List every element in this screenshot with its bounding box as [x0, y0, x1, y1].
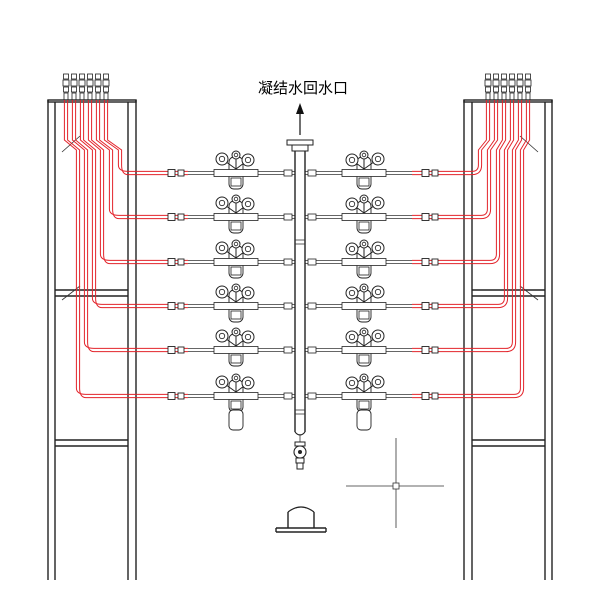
left-inlet-fittings — [62, 73, 110, 101]
right-tracer-pipes — [412, 100, 531, 399]
inlet-fitting — [492, 73, 500, 101]
inlet-fitting — [86, 73, 94, 101]
tracer-pipe — [412, 100, 523, 353]
right-valve-assemblies — [341, 150, 387, 431]
valve-assembly — [341, 239, 387, 279]
valve-assembly — [213, 327, 259, 367]
valve-assembly — [213, 150, 259, 190]
right-support-frame — [463, 99, 553, 580]
valve-tail — [228, 409, 244, 431]
valve-assembly — [341, 327, 387, 367]
right-inlet-fittings — [484, 73, 532, 101]
inlet-fitting — [62, 73, 70, 101]
valve-assembly — [341, 373, 387, 413]
outlet-arrow — [296, 103, 304, 135]
valve-assembly — [341, 283, 387, 323]
branch-line — [167, 169, 439, 177]
branch-line — [167, 302, 439, 310]
branch-line — [167, 346, 439, 354]
inlet-fitting — [94, 73, 102, 101]
left-support-frame — [47, 99, 137, 580]
centerline-cross — [346, 438, 444, 528]
inlet-fitting — [70, 73, 78, 101]
valve-assembly — [213, 283, 259, 323]
valve-assembly — [213, 373, 259, 413]
inlet-fitting — [500, 73, 508, 101]
valve-assembly — [341, 194, 387, 234]
tracer-pipe — [412, 100, 499, 220]
valve-assembly — [213, 239, 259, 279]
inlet-fitting — [78, 73, 86, 101]
drain-valve — [293, 434, 307, 470]
tracer-pipe — [412, 100, 507, 265]
inlet-fitting — [102, 73, 110, 101]
outlet-label: 凝结水回水口 — [258, 79, 348, 97]
branch-lines — [167, 169, 439, 400]
valve-tail — [356, 409, 372, 431]
inlet-fitting — [484, 73, 492, 101]
branch-line — [167, 213, 439, 221]
inlet-fitting — [508, 73, 516, 101]
inlet-fitting — [516, 73, 524, 101]
tracer-pipe — [103, 100, 188, 176]
valve-assembly — [341, 150, 387, 190]
valve-assembly — [213, 194, 259, 234]
tracer-pipe — [412, 100, 531, 399]
left-valve-assemblies — [213, 150, 259, 431]
central-header-pipe — [286, 139, 314, 436]
inlet-fitting — [524, 73, 532, 101]
base-support — [275, 506, 327, 533]
tracer-pipe — [87, 100, 188, 265]
tracer-pipe — [412, 100, 515, 309]
tracer-pipe — [63, 100, 188, 399]
tracer-pipe — [79, 100, 188, 309]
tracer-pipe — [71, 100, 188, 353]
tracer-pipe — [95, 100, 188, 220]
branch-line — [167, 392, 439, 400]
tracer-pipe — [412, 100, 491, 176]
branch-line — [167, 258, 439, 266]
left-tracer-pipes — [63, 100, 188, 399]
